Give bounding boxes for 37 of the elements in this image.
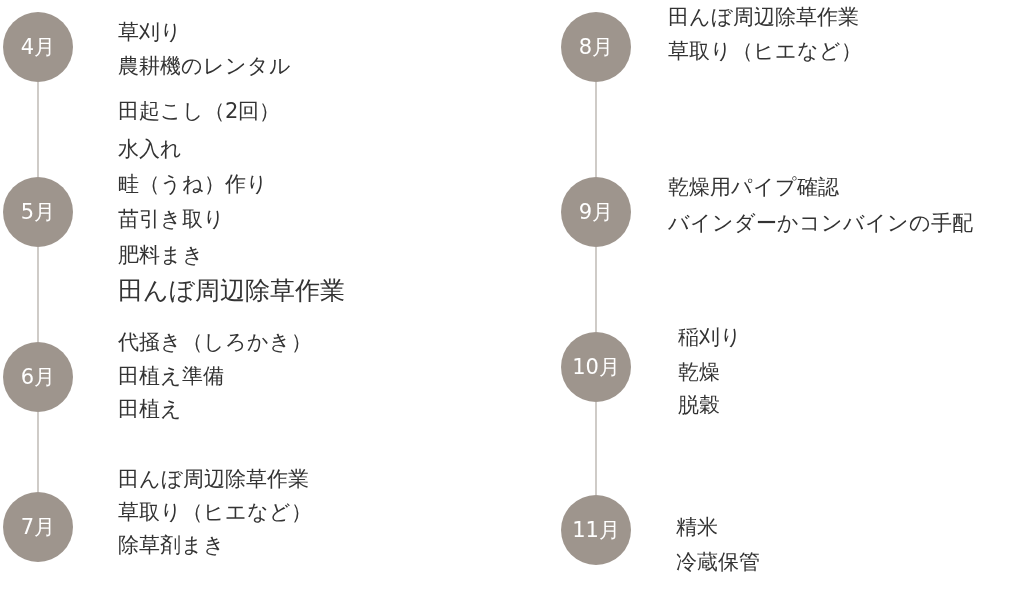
task-text: 水入れ [118,137,182,162]
month-label: 7月 [19,514,57,541]
task-text: 稲刈り [678,325,742,350]
month-label: 9月 [577,199,615,226]
task-text: 田んぼ周辺除草作業 [118,467,309,492]
month-label: 11月 [571,517,621,544]
task-text: 肥料まき [118,243,204,268]
month-label: 4月 [19,34,57,61]
month-label: 5月 [19,199,57,226]
connector-line [595,401,597,496]
month-label: 10月 [571,354,621,381]
connector-line [37,411,39,493]
task-text: 乾燥 [678,360,720,385]
task-text: 田んぼ周辺除草作業 [118,277,345,306]
month-label: 6月 [19,364,57,391]
connector-line [37,81,39,178]
task-text: 除草剤まき [118,533,225,558]
month-label: 8月 [577,34,615,61]
task-text: 田んぼ周辺除草作業 [668,5,859,30]
task-text: 農耕機のレンタル [118,54,291,79]
task-text: 冷蔵保管 [676,550,760,575]
task-text: 田植え [118,397,182,422]
task-text: 代掻き（しろかき） [118,330,312,355]
task-text: 草取り（ヒエなど） [668,39,862,64]
task-text: バインダーかコンバインの手配 [668,211,973,236]
task-text: 草取り（ヒエなど） [118,500,312,525]
task-text: 精米 [676,515,718,540]
connector-line [37,246,39,343]
task-text: 苗引き取り [118,207,225,232]
connector-line [595,81,597,178]
task-text: 田植え準備 [118,364,224,389]
task-text: 草刈り [118,20,182,45]
task-text: 田起こし（2回） [118,99,281,124]
task-text: 乾燥用パイプ確認 [668,175,839,200]
task-text: 脱穀 [678,393,720,418]
task-text: 畦（うね）作り [118,172,268,197]
connector-line [595,246,597,333]
